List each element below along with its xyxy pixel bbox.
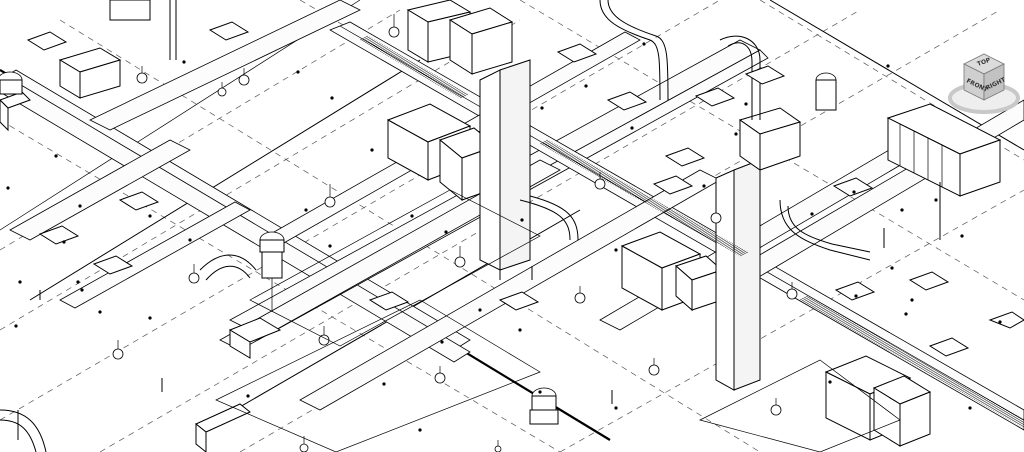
viewcube-top-label: TOP bbox=[976, 56, 992, 67]
viewcube[interactable]: TOP FRONT RIGHT bbox=[944, 42, 1020, 122]
sprinkler-heads bbox=[112, 14, 798, 452]
pendant-units bbox=[0, 71, 837, 425]
hangers bbox=[6, 42, 1002, 432]
flex-ducts bbox=[0, 0, 871, 452]
cable-tray bbox=[359, 35, 1024, 428]
equipment-units bbox=[0, 0, 1002, 452]
viewcube-icon[interactable]: TOP FRONT RIGHT bbox=[944, 42, 1020, 122]
viewcube-right-face[interactable] bbox=[983, 63, 1005, 101]
diffusers bbox=[26, 21, 1024, 357]
vertical-drops bbox=[17, 0, 941, 440]
floor-outlines bbox=[215, 189, 901, 452]
